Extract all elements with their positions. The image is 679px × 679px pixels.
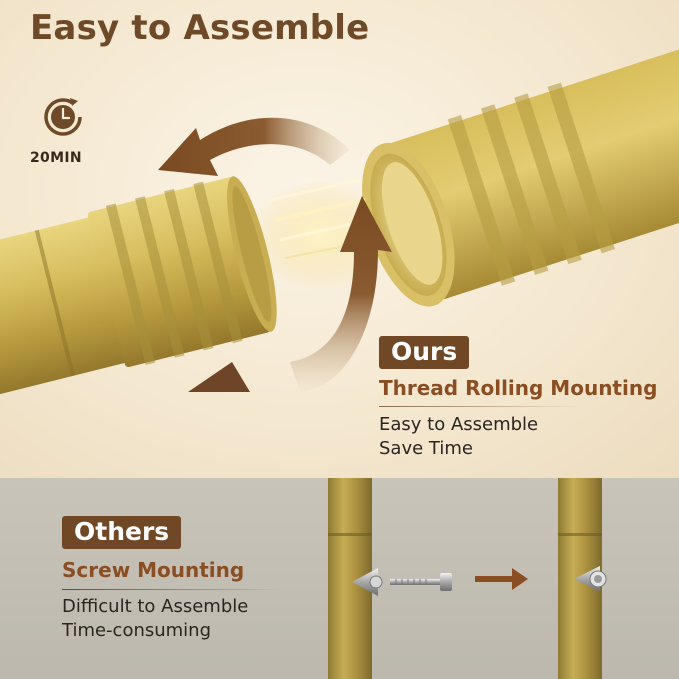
- right-tube: [362, 40, 679, 307]
- ours-divider: [379, 406, 579, 407]
- threaded-tube-illustration: [0, 40, 679, 405]
- others-badge: Others: [62, 516, 182, 549]
- mounted-screw-icon: [574, 566, 607, 592]
- screw-mounting-illustration: [328, 478, 607, 679]
- ours-subtitle: Thread Rolling Mounting: [379, 376, 658, 400]
- page-title: Easy to Assemble: [30, 8, 370, 48]
- others-subtitle: Screw Mounting: [62, 558, 245, 582]
- others-feature-1: Difficult to Assemble: [62, 596, 249, 617]
- others-divider: [62, 589, 282, 590]
- rotate-arrow-top: [158, 117, 350, 176]
- rotate-arrow-bottom: [290, 196, 392, 392]
- ours-feature-1: Easy to Assemble: [379, 414, 539, 435]
- left-tube: [0, 176, 277, 405]
- screw-icon: [352, 568, 452, 596]
- ours-feature-2: Save Time: [379, 438, 473, 459]
- rotate-arrow-tail: [188, 362, 250, 392]
- arrow-right-icon: [475, 568, 528, 590]
- ours-badge: Ours: [379, 336, 470, 369]
- stopwatch-icon: [44, 98, 82, 136]
- motion-streaks: [269, 178, 366, 259]
- timer-label: 20MIN: [30, 150, 82, 166]
- others-feature-2: Time-consuming: [62, 620, 212, 641]
